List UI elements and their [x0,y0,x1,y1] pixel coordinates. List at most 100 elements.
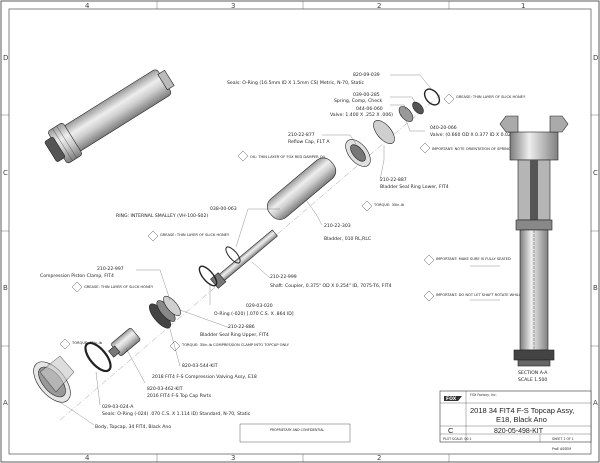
note-torque-2: TORQUE: 35in-lb [59,338,103,350]
svg-text:GREASE: THIN LAYER OF SLICK HO: GREASE: THIN LAYER OF SLICK HONEY [160,233,230,237]
callout-valve2-desc: Valve: (0.660 OD X 0.377 ID X 0.020 TH) [430,132,523,138]
grid-row-4: A [3,399,8,407]
callout-valve1-desc: Valve: 1.400 X .252 X .006) [330,112,393,118]
part-reflow-cap [345,139,371,167]
callout-topcap-parts-desc: 2016 FIT4 F-S Top Cap Parts [147,393,212,399]
svg-text:TORQUE: 35in-lb: TORQUE: 35in-lb [71,341,103,345]
svg-text:GREASE: THIN LAYER OF SLICK HO: GREASE: THIN LAYER OF SLICK HONEY [84,285,154,289]
grid-row-2-right: C [593,169,598,177]
exploded-parts [33,88,441,403]
note-flags: GREASE: THIN LAYER OF SLICK HONEY IMPORT… [59,93,542,352]
svg-text:IMPORTANT: DO NOT LET SHAFT RO: IMPORTANT: DO NOT LET SHAFT ROTATE WHILE… [436,293,542,297]
callout-oring-024-pn: 029-03-024-A [102,404,134,410]
callout-ring-internal-pn: 038-00-063 [210,206,237,212]
grid-col-3-bottom: 2 [377,454,381,462]
svg-text:OIL: THIN LAYER OF FOX RED DAM: OIL: THIN LAYER OF FOX RED DAMPER OIL [250,155,326,159]
callout-bladder-desc: Bladder, 010 RL,RLC [324,236,371,242]
grid-row-1-right: D [593,54,598,62]
grid-col-3: 2 [377,2,381,10]
part-bladder-seal-lower [373,120,395,144]
callout-piston-clamp-desc: Compression Piston Clamp, FIT4 [40,273,114,279]
callout-valve2-pn: 040-20-066 [430,125,457,131]
callout-body-desc: Body, Topcap, 34 FIT4, Black Ano [95,424,171,430]
callout-ring-internal-desc: RING: INTERNAL SMALLEY (VH-100-S02) [116,213,208,219]
drawing-title-line-1: 2018 34 FIT4 F-S Topcap Assy, [470,406,574,415]
grid-labels: 4 3 2 1 4 3 2 D C B A D C B A [3,2,598,462]
callout-shaft-coupler-desc: Shaft: Coupler, 0.375" OD X 0.254" ID, 7… [270,283,392,289]
part-shaft-coupler [210,229,278,289]
callout-reflow-cap-pn: 210-22-877 [288,132,315,138]
note-important-seated: IMPORTANT: MAKE SURE IS FULLY SEATED [423,254,511,266]
part-bladder [266,157,337,220]
part-number: 820-05-498-KIT [494,428,544,435]
company-name: FOX Factory, Inc. [470,393,497,397]
note-grease-2: GREASE: THIN LAYER OF SLICK HONEY [147,230,230,242]
sheet-number: SHEET 1 OF 1 [552,437,574,441]
grid-row-4-right: A [593,399,598,407]
grid-col-4: 1 [521,2,525,10]
leader-lines [59,74,433,426]
callout-valve1-pn: 044-06-060 [356,106,383,112]
grid-col-2: 3 [231,2,235,10]
callout-bladder-lower-pn: 210-22-887 [380,177,407,183]
footer-id: ProE ASSEM [552,447,571,451]
part-valving-stack [149,295,181,329]
title-block: FOX FOX Factory, Inc. 2018 34 FIT4 F-S T… [439,390,592,451]
note-oil: OIL: THIN LAYER OF FOX RED DAMPER OIL [237,150,326,162]
section-view: SECTION A-A SCALE 1.500 [470,115,569,383]
part-topcap-piston [108,327,141,358]
callout-valving-assy-desc: 2018 FIT4 F-S Compression Valving Assy, … [152,374,257,380]
note-torque-3: TORQUE: 35in-lb COMPRESSION CLAMP INTO T… [169,340,290,352]
note-grease-1: GREASE: THIN LAYER OF SLICK HONEY [443,93,526,105]
callout-oring-024-desc: Seals: O-Ring (-024) .070 C.S. X 1.114 I… [102,411,251,417]
note-important-orientation: IMPORTANT: NOTE ORIENTATION OF SPRING [419,142,511,154]
callout-bladder-lower-desc: Bladder Seal Ring Lower, FIT4 [380,184,449,190]
svg-text:IMPORTANT: NOTE ORIENTATION OF: IMPORTANT: NOTE ORIENTATION OF SPRING [432,147,511,151]
callout-oring-16-5-desc: Seals: O-Ring (16.5mm ID X 1.5mm CS) Met… [227,80,365,86]
callout-bladder-upper-pn: 210-22-886 [228,324,255,330]
note-important-rotate: IMPORTANT: DO NOT LET SHAFT ROTATE WHILE… [423,290,542,302]
callouts: 820-09-039 Seals: O-Ring (16.5mm ID X 1.… [40,72,523,430]
section-label: SECTION A-A [518,370,548,376]
svg-text:FOX: FOX [446,396,457,402]
confidential-text: PROPRIETARY AND CONFIDENTIAL [270,428,324,432]
callout-bladder-pn: 210-22-303 [324,223,351,229]
callout-oring-020-pn: 029-03-020 [246,303,273,309]
callout-oring-16-5-pn: 820-09-039 [353,72,380,78]
part-ring-internal [225,246,241,264]
callout-shaft-coupler-pn: 210-22-999 [270,274,297,280]
note-torque-1: TORQUE: 35in-lb [361,200,405,212]
assembled-view [44,69,175,164]
part-oring-16-5 [423,88,441,106]
callout-piston-clamp-pn: 210-22-997 [97,266,124,272]
part-body-topcap [33,355,75,403]
grid-row-3-right: B [593,284,598,292]
part-valve-stack [398,106,414,122]
grid-col-1-bottom: 4 [85,454,90,462]
grid-row-2: C [3,169,8,177]
grid-col-2-bottom: 3 [231,454,235,462]
svg-text:TORQUE: 35in-lb COMPRESSION CL: TORQUE: 35in-lb COMPRESSION CLAMP INTO T… [181,343,290,347]
grid-row-1: D [3,54,8,62]
svg-text:IMPORTANT: MAKE SURE IS FULLY: IMPORTANT: MAKE SURE IS FULLY SEATED [436,257,511,261]
part-spring [412,101,424,115]
note-grease-3: GREASE: THIN LAYER OF SLICK HONEY [71,281,154,293]
grid-row-3: B [3,284,8,292]
callout-valving-assy-pn: 820-03-544-KIT [182,363,218,369]
sheet-size: C [448,426,454,435]
callout-spring-pn: 039-00-285 [353,92,380,98]
part-oring-020 [198,265,218,287]
svg-text:TORQUE: 35in-lb: TORQUE: 35in-lb [373,203,405,207]
confidential-box: PROPRIETARY AND CONFIDENTIAL [239,423,351,443]
callout-oring-020-desc: O-Ring (-020) [.070 C.S. X .864 ID] [214,311,294,317]
drawing-title-line-2: E18, Black Ano [496,415,547,424]
callout-topcap-parts-pn: 820-03-462-KIT [147,386,183,392]
part-oring-024 [84,341,112,373]
callout-reflow-cap-desc: Reflow Cap, F1T A [288,139,330,145]
callout-spring-desc: Spring, Comp, Check [334,98,383,104]
svg-text:GREASE: THIN LAYER OF SLICK HO: GREASE: THIN LAYER OF SLICK HONEY [456,95,526,99]
section-scale: SCALE 1.500 [518,377,547,383]
grid-col-1: 4 [85,2,90,10]
